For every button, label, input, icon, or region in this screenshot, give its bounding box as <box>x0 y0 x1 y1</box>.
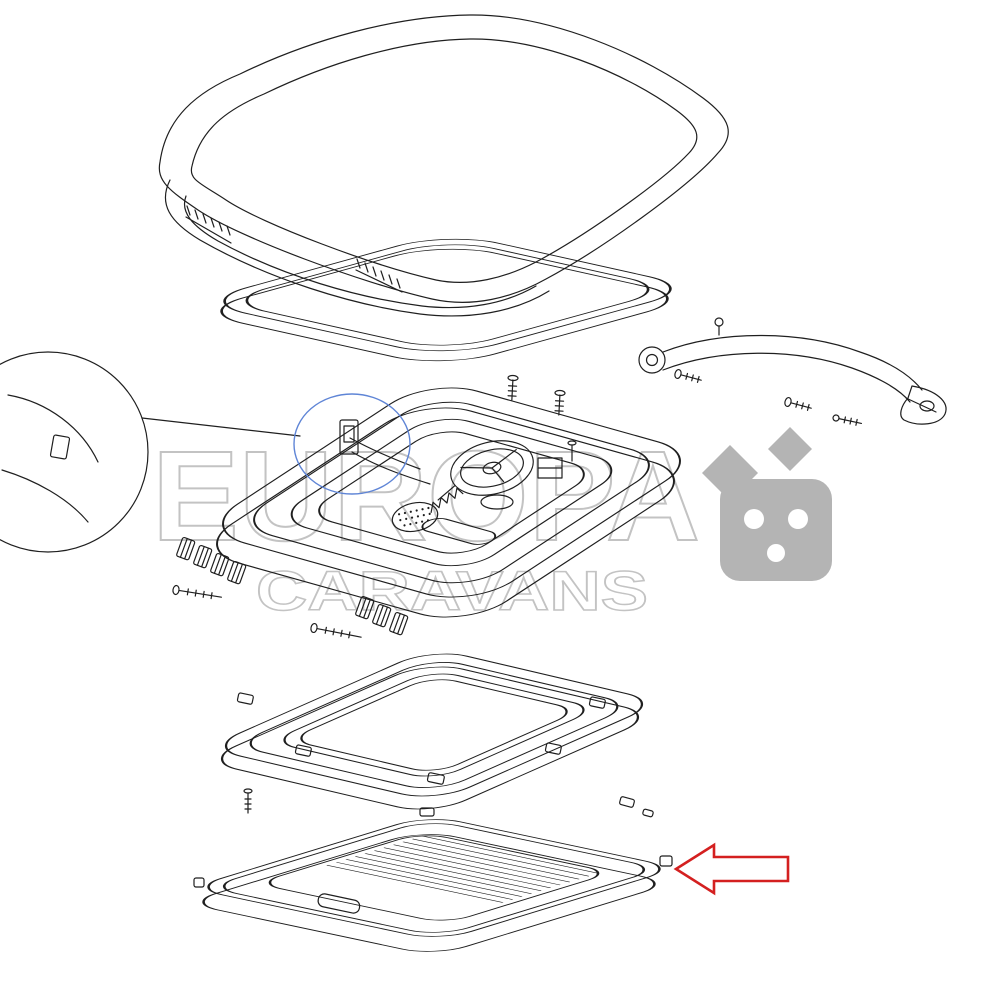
logo-camper-eye-left <box>744 509 764 529</box>
lid-vent-ribs-left <box>185 205 232 244</box>
garnish-frame <box>193 807 673 952</box>
crank-mechanism <box>391 440 577 533</box>
screw-vertical-left <box>507 374 519 401</box>
screw-left-b <box>310 622 362 639</box>
arm-bolt <box>714 317 724 336</box>
worm-gear <box>430 487 464 513</box>
blind-handle-slot <box>317 893 361 914</box>
arm-screw <box>832 414 863 426</box>
logo-camper-mouth <box>767 544 785 562</box>
dome-lid <box>158 14 729 317</box>
flyscreen-screw <box>243 788 253 814</box>
garnish-corner-tab-left <box>193 877 205 888</box>
textured-knob <box>391 501 439 533</box>
garnish-corner-tab-right <box>659 855 673 867</box>
detail-magnifier <box>0 351 301 553</box>
lid-vent-ribs-front <box>355 258 403 293</box>
flyscreen-clips <box>236 692 654 818</box>
camper-logo-icon <box>702 427 832 581</box>
blind-slats <box>326 835 599 903</box>
seal-ring <box>220 238 672 362</box>
red-arrow-icon <box>673 842 790 896</box>
watermark: EUROPA CARAVANS <box>151 424 832 623</box>
watermark-subtitle: CARAVANS <box>256 559 648 622</box>
exploded-view-drawing <box>0 14 947 952</box>
frame-clips-left <box>176 536 247 585</box>
logo-camper-eye-right <box>788 509 808 529</box>
screw-right-b <box>784 396 812 411</box>
support-arm <box>638 317 947 426</box>
leader-line <box>141 417 301 437</box>
logo-diamond-small <box>768 427 812 471</box>
garnish-top-notch <box>419 807 435 817</box>
main-frame <box>176 387 681 636</box>
screw-vertical-right <box>554 389 566 416</box>
logo-camper-body <box>720 479 832 581</box>
frame-clips-bottom <box>355 595 409 636</box>
hinge-detail <box>339 419 431 485</box>
flyscreen-frame <box>220 653 654 818</box>
screw-right-a <box>674 368 702 383</box>
watermark-title: EUROPA <box>152 425 700 568</box>
screw-left-a <box>172 584 223 600</box>
highlight-circle <box>293 393 411 495</box>
mechanism-bracket <box>537 440 577 479</box>
